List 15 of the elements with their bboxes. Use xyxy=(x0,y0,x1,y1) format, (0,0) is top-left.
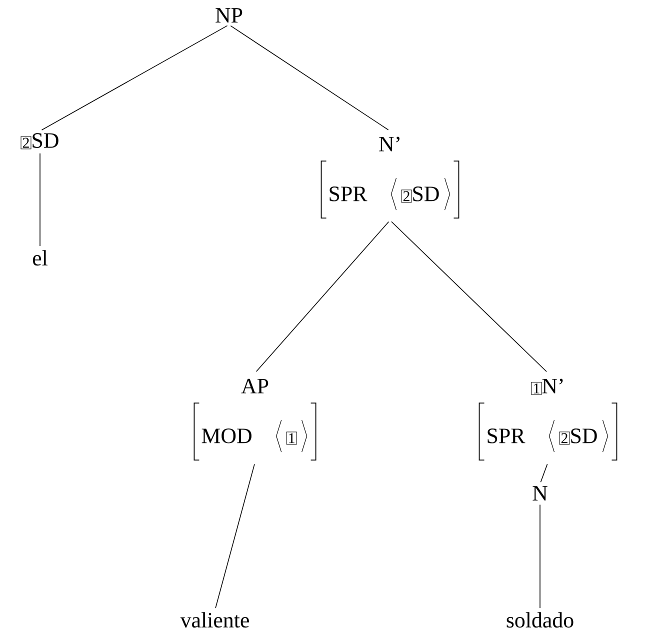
word-label: soldado xyxy=(506,612,574,628)
phrase-label: N xyxy=(532,486,548,501)
feature-structure: AP MOD 1 xyxy=(194,378,316,461)
feature-structure: N’ SPR 2 SD xyxy=(320,136,460,219)
tree-branch xyxy=(391,221,547,372)
phrase-label: 2 SD xyxy=(20,133,58,150)
tree-branch xyxy=(540,464,548,483)
phrase-label: NP xyxy=(216,8,242,23)
tree-branch xyxy=(230,25,389,130)
word-label: valiente xyxy=(180,612,249,628)
tree-branch xyxy=(41,25,228,130)
tree-branch xyxy=(215,464,255,608)
tree-branch xyxy=(256,221,390,372)
feature-structure: 1N’ SPR 2 SD xyxy=(478,378,618,461)
word-label: el xyxy=(32,250,48,266)
